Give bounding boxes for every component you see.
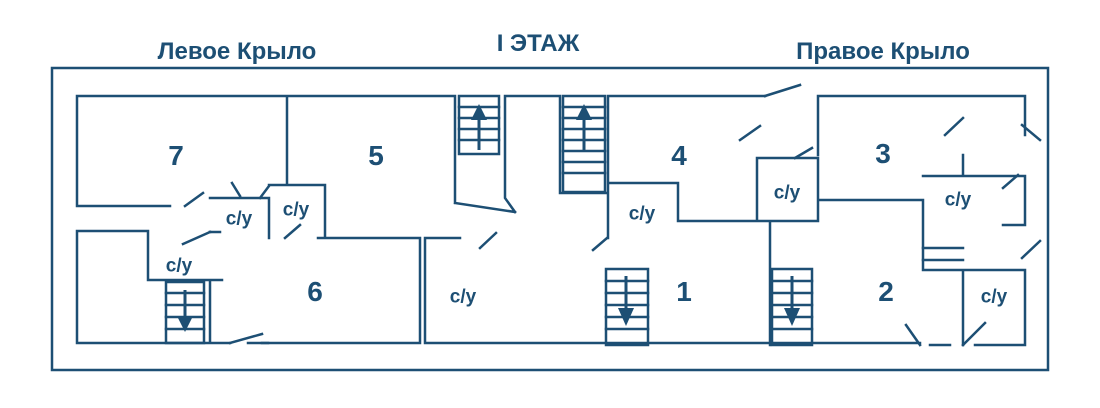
room-3-label: 3 — [875, 138, 891, 169]
room-5-label: 5 — [368, 140, 384, 171]
walls — [75, 94, 1027, 347]
stairs-right-small — [921, 246, 965, 262]
arrow-down-icon — [618, 276, 634, 326]
right-wing-title: Правое Крыло — [796, 38, 970, 65]
room-4-label: 4 — [671, 140, 687, 171]
arrow-up-icon — [471, 104, 487, 150]
room-1-label: 1 — [676, 276, 692, 307]
wc-label: с/у — [944, 189, 972, 211]
wc-label: с/у — [449, 286, 477, 308]
room-7-label: 7 — [168, 140, 184, 171]
wc-label: с/у — [628, 203, 656, 225]
room-2-label: 2 — [878, 276, 894, 307]
left-wing-title: Левое Крыло — [157, 38, 317, 65]
building-outline — [50, 66, 1050, 372]
wc-label: с/у — [282, 199, 310, 221]
room-6-label: 6 — [307, 276, 323, 307]
floor-title: I ЭТАЖ — [496, 30, 580, 57]
door-swings — [181, 83, 1042, 347]
wc-label: с/у — [980, 286, 1008, 308]
arrow-down-icon — [784, 276, 800, 326]
wc-label: с/у — [165, 255, 193, 277]
arrow-down-icon — [177, 290, 193, 332]
arrow-up-icon — [576, 104, 592, 152]
wc-label: с/у — [773, 182, 801, 204]
wc-label: с/у — [225, 208, 253, 230]
